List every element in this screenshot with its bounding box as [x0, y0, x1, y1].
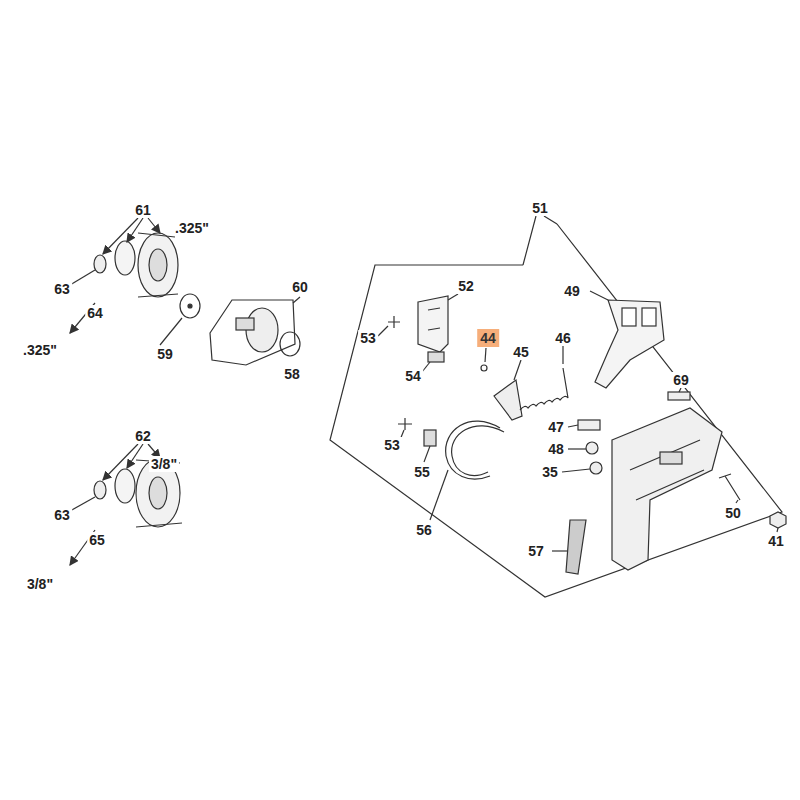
callout-number: 41 [766, 533, 786, 549]
callout-number: 63 [52, 281, 72, 297]
callout-number: 51 [530, 200, 550, 216]
callout-number: 58 [282, 366, 302, 382]
callout-number: 69 [671, 372, 691, 388]
callout-number: 46 [553, 330, 573, 346]
callout-number: 53 [358, 330, 378, 346]
callout-number: 48 [546, 441, 566, 457]
callout-number: 49 [562, 283, 582, 299]
callout-number: 50 [723, 505, 743, 521]
callout-number: 35 [540, 464, 560, 480]
callout-number: 3/8" [149, 456, 179, 472]
callout-number: 52 [456, 278, 476, 294]
callout-number: 47 [546, 419, 566, 435]
callout-number: 45 [511, 344, 531, 360]
callout-number: 44 [477, 329, 499, 347]
callout-number: 65 [87, 532, 107, 548]
callout-number: 64 [85, 305, 105, 321]
callout-number: .325" [173, 220, 211, 236]
callout-number: 3/8" [25, 576, 55, 592]
callout-number: 59 [155, 346, 175, 362]
callout-number: 53 [382, 437, 402, 453]
callout-number: 56 [414, 522, 434, 538]
callout-number: .325" [21, 342, 59, 358]
callout-number: 62 [133, 428, 153, 444]
callout-number: 61 [133, 202, 153, 218]
callout-number: 55 [412, 464, 432, 480]
callout-number: 54 [403, 368, 423, 384]
callout-number: 60 [290, 279, 310, 295]
callout-number: 63 [52, 507, 72, 523]
callout-number: 57 [526, 543, 546, 559]
